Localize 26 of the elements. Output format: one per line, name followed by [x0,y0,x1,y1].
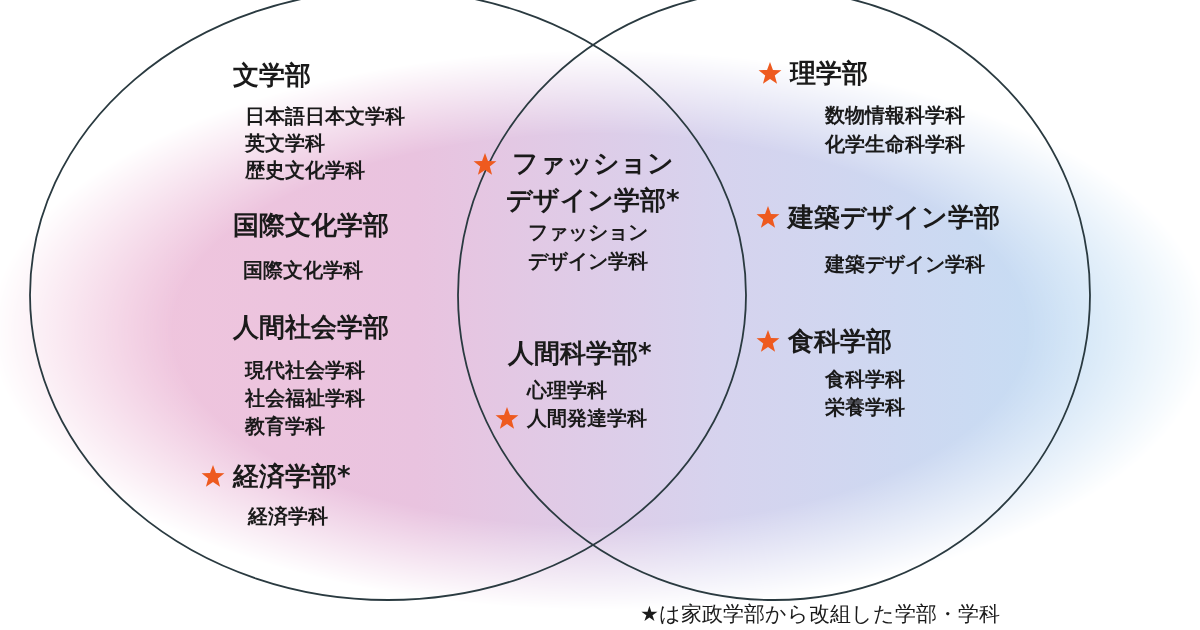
department-name: 英文学科 [245,131,325,155]
faculty-name: 国際文化学部 [233,210,389,240]
department-name: 人間発達学科 [527,406,647,430]
faculty-name: 建築デザイン学部 [788,202,1000,232]
department-name: 食科学科 [825,367,905,391]
department-name: 現代社会学科 [245,358,365,382]
department-name: 心理学科 [527,378,607,402]
department-name: ファッションデザイン学科 [528,219,649,275]
faculty-name: 経済学部* [233,461,351,491]
faculty-name: 食科学部 [788,326,892,356]
department-name: 建築デザイン学科 [825,252,985,276]
department-name: 化学生命科学科 [825,132,965,156]
faculty-name: ファッションデザイン学部* [505,147,681,217]
department-name: 経済学科 [248,504,328,528]
faculty-name: 理学部 [790,58,868,88]
faculty-name: 人間科学部* [508,338,652,368]
department-name: 社会福祉学科 [245,386,365,410]
faculty-name: 文学部 [233,60,311,90]
footnote: ★は家政学部から改組した学部・学科 [640,602,1000,626]
department-name: 教育学科 [245,414,325,438]
faculty-name: 人間社会学部 [233,312,389,342]
department-name: 数物情報科学科 [825,103,965,127]
department-name: 歴史文化学科 [245,158,365,182]
department-name: 栄養学科 [825,395,905,419]
department-name: 日本語日本文学科 [245,104,405,128]
department-name: 国際文化学科 [243,258,363,282]
